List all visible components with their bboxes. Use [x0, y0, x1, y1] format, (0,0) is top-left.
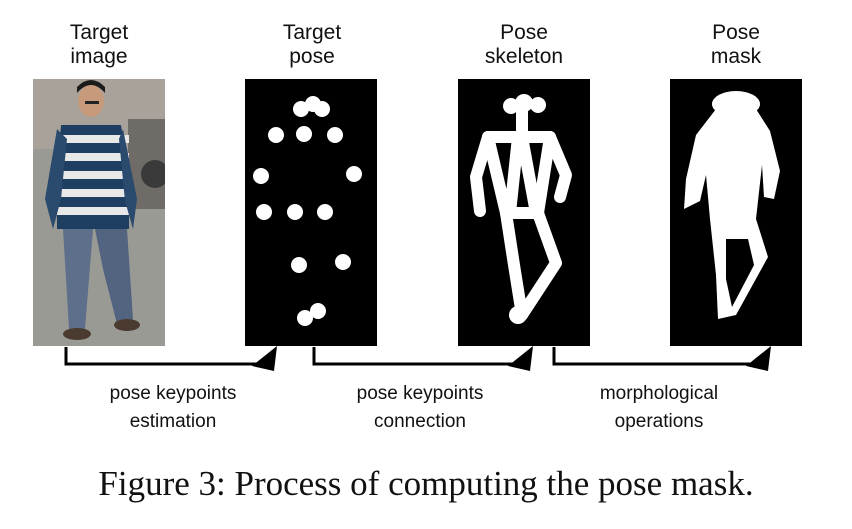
step-line: estimation [129, 411, 217, 432]
arrowhead-icon [252, 346, 277, 371]
step-line: operations [614, 411, 704, 432]
step-line: pose keypoints [109, 383, 237, 404]
title-line: Target [69, 21, 129, 44]
keypoint-dots [253, 96, 362, 326]
pose-skeleton [458, 79, 590, 346]
step-estimation-label: pose keypoints estimation [58, 380, 288, 436]
pose-mask [670, 79, 802, 346]
title-line: pose [289, 45, 335, 68]
arrow-connection [312, 347, 514, 366]
title-line: Pose [712, 21, 760, 44]
arrowhead-icon [746, 346, 771, 371]
title-line: Pose [500, 21, 548, 44]
step-line: connection [374, 411, 466, 432]
title-pose-mask: Pose mask [656, 21, 816, 69]
title-target-pose: Target pose [232, 21, 392, 69]
title-line: skeleton [484, 45, 564, 68]
arrowhead-icon [508, 346, 533, 371]
title-line: image [70, 45, 128, 68]
title-line: mask [710, 45, 762, 68]
target-image-photo [33, 79, 165, 346]
arrow-estimation [64, 347, 258, 366]
step-line: morphological [599, 383, 719, 404]
figure-caption: Figure 3: Process of computing the pose … [98, 464, 754, 503]
title-pose-skeleton: Pose skeleton [444, 21, 604, 69]
skeleton-lines [470, 94, 572, 324]
person-figure [33, 79, 165, 346]
mask-silhouette [684, 91, 780, 319]
step-line: pose keypoints [356, 383, 484, 404]
target-pose-keypoints [245, 79, 377, 346]
step-connection-label: pose keypoints connection [305, 380, 535, 436]
title-target-image: Target image [19, 21, 179, 69]
step-morphological-label: morphological operations [544, 380, 774, 436]
arrow-morphological [552, 347, 752, 366]
title-line: Target [282, 21, 342, 44]
